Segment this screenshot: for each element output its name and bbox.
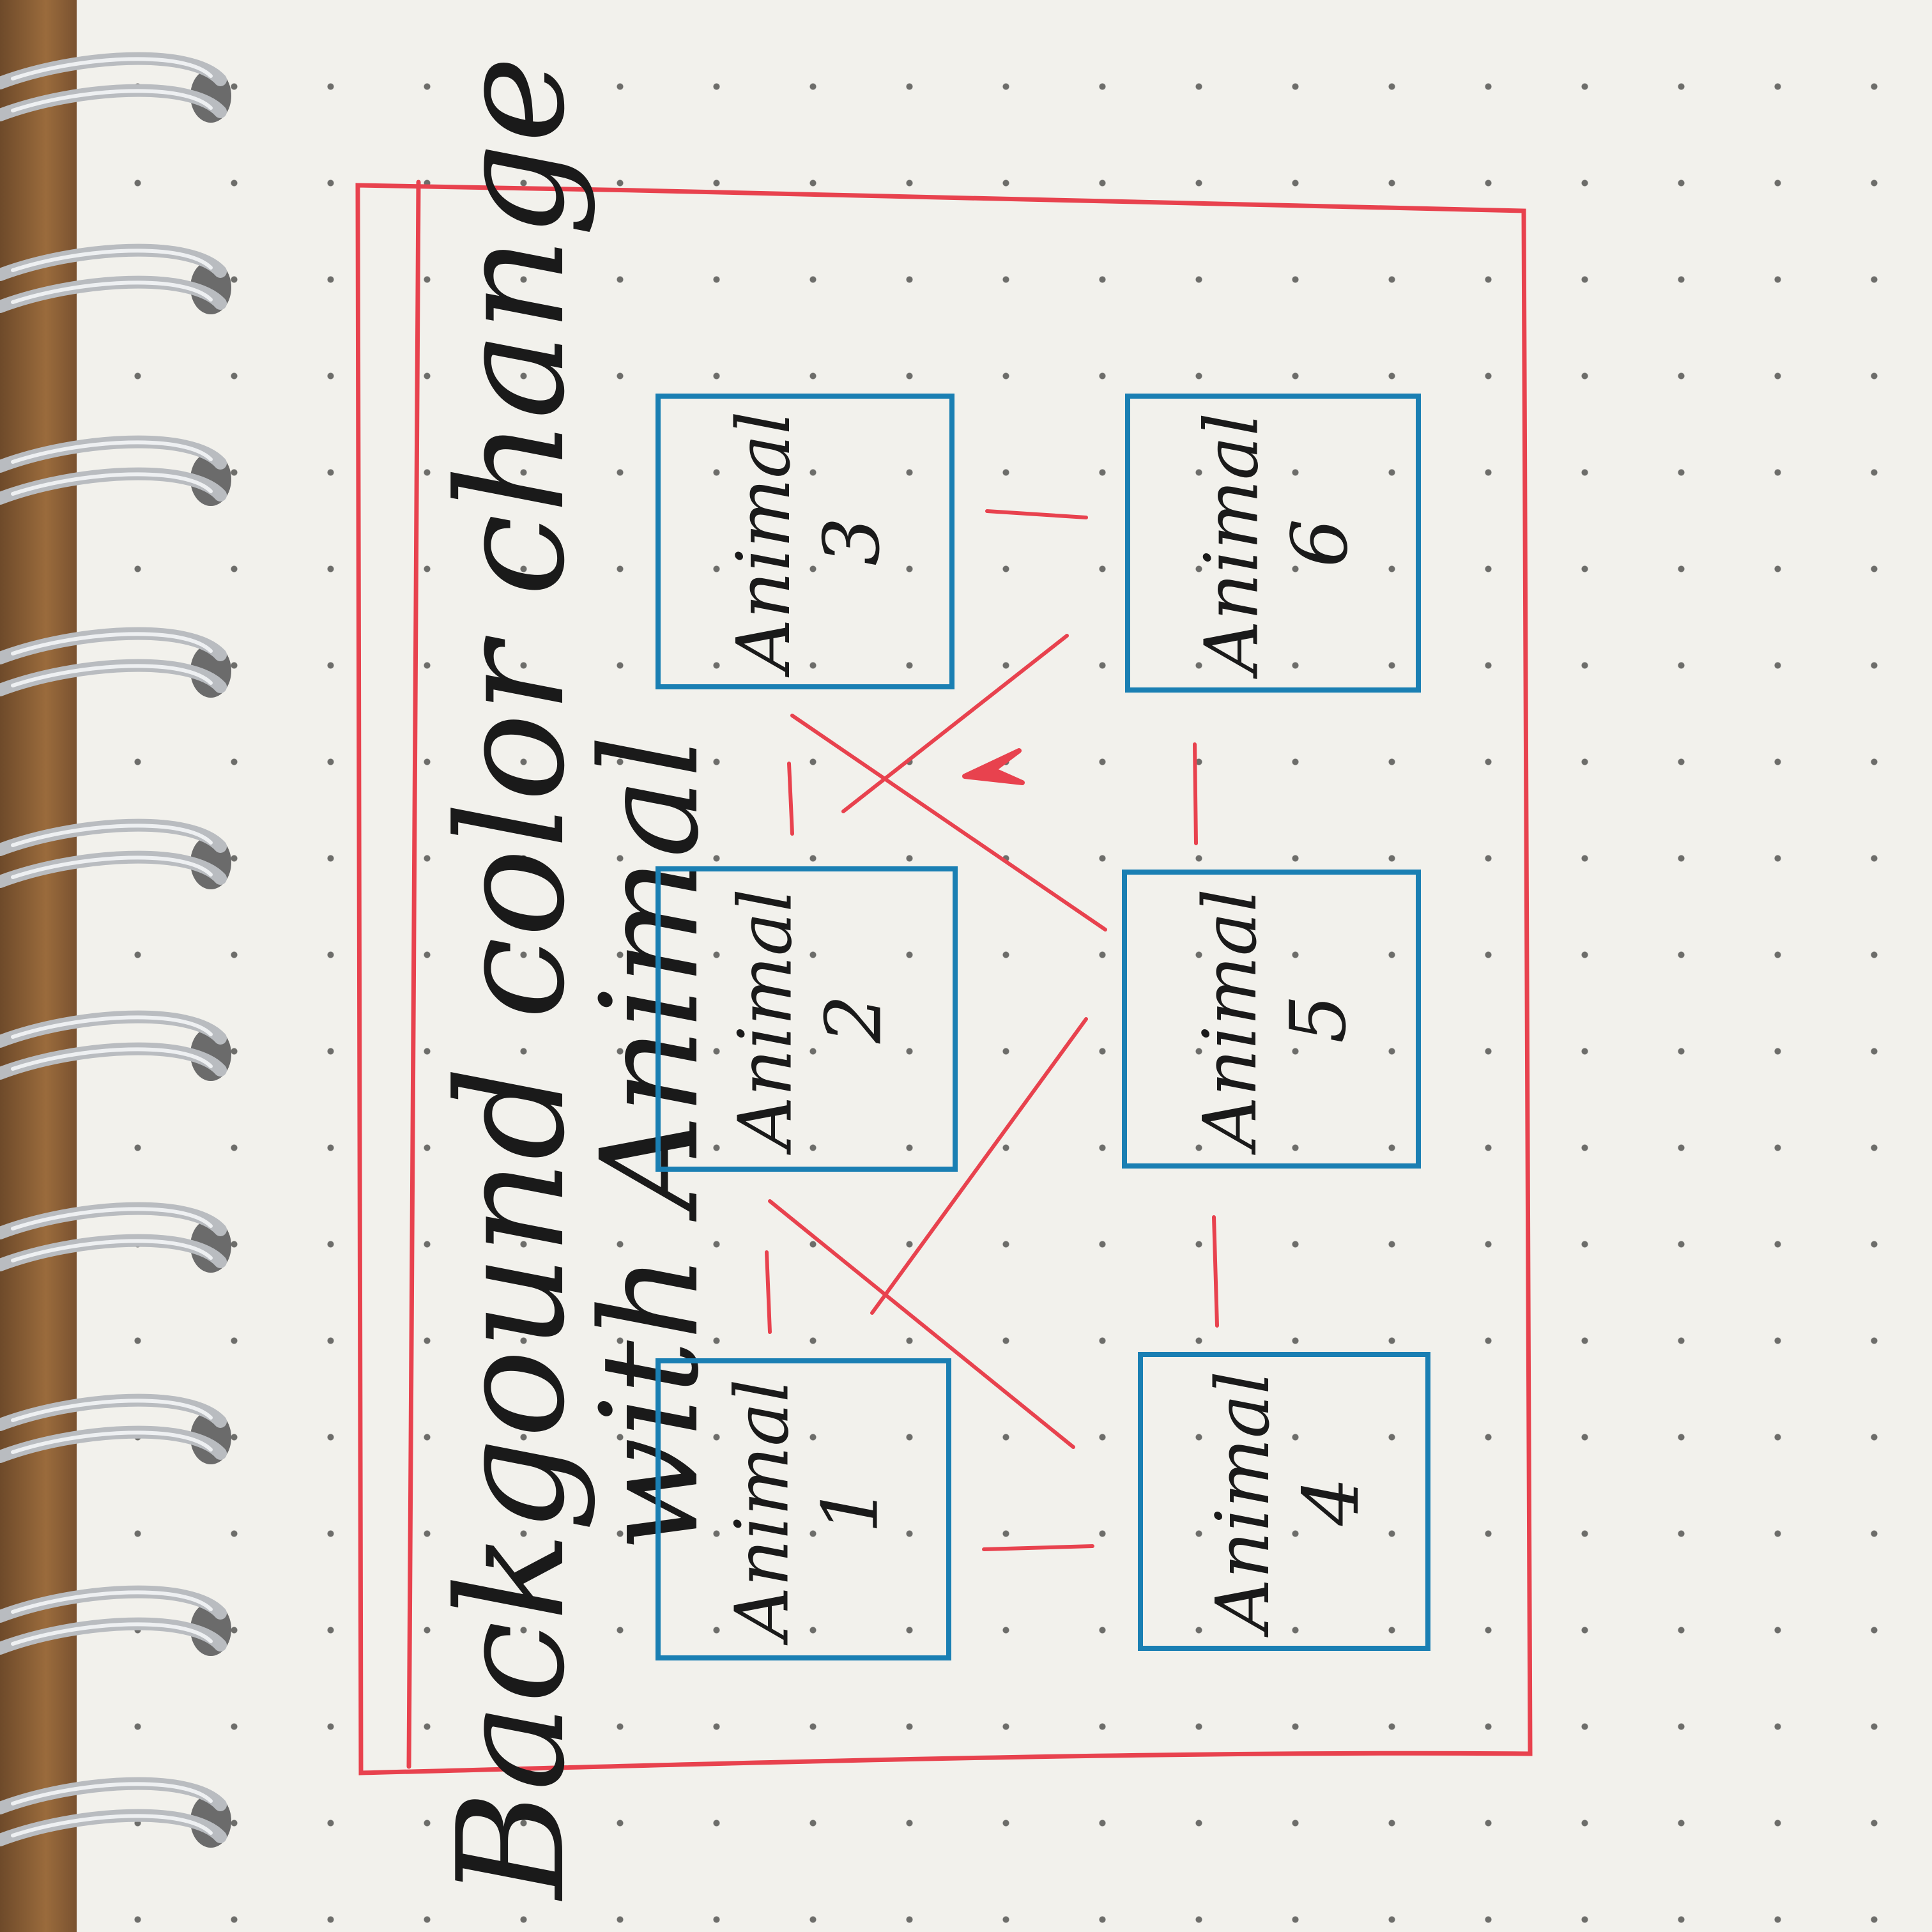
tile-border <box>1138 1352 1430 1651</box>
tile-label: Animal <box>721 411 807 677</box>
screen-frame <box>355 180 1533 1775</box>
connector-1-4 <box>982 1544 1094 1551</box>
spiral-ring <box>0 1202 231 1273</box>
connector-diag-5-3 <box>841 634 1069 813</box>
connector-diag-1-5 <box>768 1199 1075 1449</box>
tile-number: 2 <box>810 995 899 1044</box>
spiral-binding <box>0 52 231 1848</box>
connector-3-6 <box>985 509 1088 519</box>
connector-4-5 <box>1212 1215 1219 1328</box>
spiral-ring <box>0 243 231 314</box>
notebook-page <box>77 0 1932 1932</box>
connector-diag-4-2 <box>870 1017 1088 1315</box>
cursor-arrow-icon <box>962 748 1025 785</box>
spiral-ring <box>0 1777 231 1848</box>
tile-connectors <box>765 509 1219 1551</box>
tile-label: Animal <box>1200 1371 1286 1637</box>
tile-border <box>1122 870 1421 1169</box>
title-line-2: with Animal <box>572 735 728 1552</box>
connector-5-6 <box>1193 742 1198 845</box>
tile-label: Animal <box>1188 889 1273 1155</box>
connector-1-2 <box>765 1250 772 1334</box>
tile-number: 1 <box>807 1485 896 1533</box>
tile-border <box>656 394 954 689</box>
title-line-1: Backgound color change <box>427 56 597 1902</box>
tile-number: 4 <box>1287 1477 1376 1526</box>
spiral-ring <box>0 1393 231 1464</box>
tile-border <box>656 866 958 1172</box>
tile-label: Animal <box>720 1379 806 1645</box>
tile-border <box>656 1358 951 1660</box>
frame-title: Backgound color change with Animal <box>427 56 728 1902</box>
tile-label: Animal <box>1190 413 1275 679</box>
tile-border <box>1125 394 1421 693</box>
tile-number: 6 <box>1276 519 1365 567</box>
spiral-ring <box>0 627 231 698</box>
spiral-ring <box>0 818 231 889</box>
spiral-ring <box>0 1010 231 1081</box>
connector-diag-2-6 <box>790 714 1107 931</box>
spiral-ring <box>0 52 231 123</box>
tile-number: 3 <box>808 517 897 565</box>
spiral-ring <box>0 1585 231 1656</box>
spiral-ring <box>0 435 231 506</box>
tile-label: Animal <box>723 889 809 1155</box>
tile-number: 5 <box>1275 995 1363 1043</box>
connector-2-3 <box>787 762 794 836</box>
